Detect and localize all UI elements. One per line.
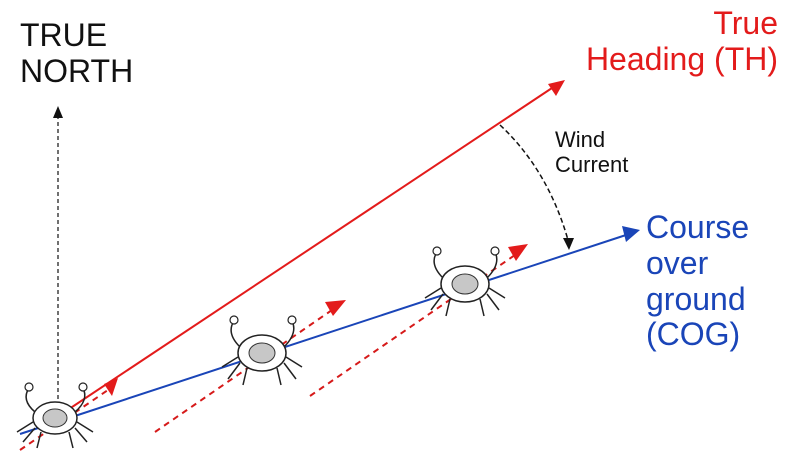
wind-current-label-line: Current	[555, 151, 629, 177]
true-heading-label-line: Heading (TH)	[585, 40, 778, 77]
cog-label-line: Course	[646, 209, 750, 245]
cog-label-line: ground	[646, 280, 746, 317]
true-north-label-line: TRUE	[20, 17, 108, 53]
course-over-ground-arrow	[19, 226, 640, 435]
true-north-label: TRUE NORTH	[20, 17, 134, 90]
wind-current-arc	[499, 124, 574, 250]
crab-icon	[16, 382, 94, 449]
course-over-ground-label: Course over ground (COG)	[646, 209, 750, 353]
crab-icon	[221, 315, 303, 386]
true-north-arrow	[53, 106, 63, 420]
wind-current-label: Wind Current	[555, 127, 629, 177]
cog-label-line: over	[646, 244, 709, 281]
true-north-label-line: NORTH	[20, 52, 134, 89]
cog-label-line: (COG)	[646, 316, 741, 353]
dashed-heading-line-2	[154, 300, 346, 433]
true-heading-arrow	[44, 80, 565, 426]
dashed-heading-line-1	[19, 378, 118, 451]
wind-current-label-line: Wind	[555, 127, 606, 152]
true-heading-label: True Heading (TH)	[585, 5, 778, 78]
dashed-heading-line-3	[309, 244, 528, 397]
crab-icon	[424, 246, 506, 317]
true-heading-label-line: True	[713, 5, 778, 41]
